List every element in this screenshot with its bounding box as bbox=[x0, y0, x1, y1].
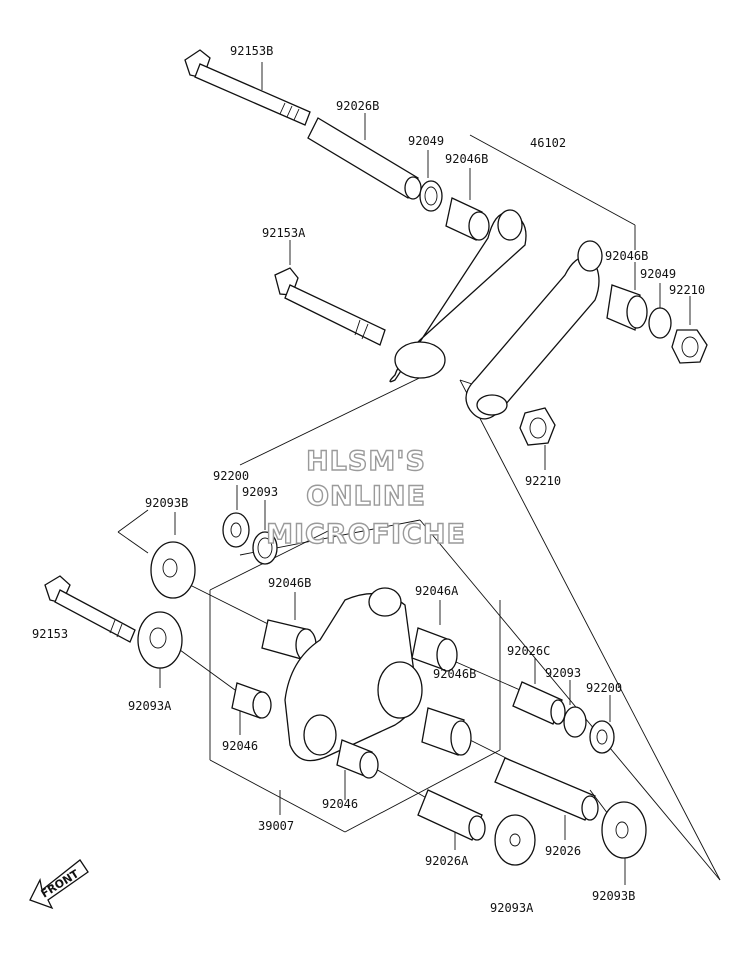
collar-92026c bbox=[512, 681, 566, 725]
label-92093a-bottom: 92093A bbox=[490, 901, 534, 915]
label-92046-bottom: 92046 bbox=[322, 797, 358, 811]
collar-92026a bbox=[417, 789, 486, 841]
label-92093-left: 92093 bbox=[242, 485, 278, 499]
cap-92093b-bottom bbox=[601, 801, 647, 859]
cap-92093a-bottom bbox=[494, 814, 536, 866]
nut-92210-right bbox=[671, 329, 708, 364]
label-46102: 46102 bbox=[530, 136, 566, 150]
front-label: FRONT bbox=[39, 867, 82, 901]
rod-46102 bbox=[389, 209, 603, 420]
cap-92093b-left bbox=[150, 541, 196, 599]
label-92049-top: 92049 bbox=[408, 134, 444, 148]
watermark: HLSM'S ONLINE MICROFICHE bbox=[265, 445, 466, 550]
parts bbox=[44, 49, 708, 866]
label-92026: 92026 bbox=[545, 844, 581, 858]
bolt-92153b bbox=[184, 49, 311, 126]
rocker-39007 bbox=[284, 587, 423, 762]
leader-lines bbox=[117, 62, 721, 885]
label-92046a: 92046A bbox=[415, 584, 459, 598]
collar-92026 bbox=[494, 757, 599, 821]
label-92200-left: 92200 bbox=[213, 469, 249, 483]
seal-92093-left bbox=[252, 531, 278, 565]
label-92210-bottom: 92210 bbox=[525, 474, 561, 488]
label-92026c: 92026C bbox=[507, 644, 550, 658]
label-92046b-mid: 92046B bbox=[268, 576, 311, 590]
watermark-line-2: ONLINE bbox=[306, 481, 426, 512]
label-92210-right: 92210 bbox=[669, 283, 705, 297]
label-92093a-left: 92093A bbox=[128, 699, 172, 713]
label-92093b-left: 92093B bbox=[145, 496, 188, 510]
label-92026a: 92026A bbox=[425, 854, 469, 868]
washer-92200-right bbox=[589, 720, 615, 754]
label-92046b-top: 92046B bbox=[445, 152, 488, 166]
front-arrow-icon bbox=[29, 859, 89, 910]
bearing-92046-bottom bbox=[336, 739, 379, 779]
collar-92026b bbox=[307, 117, 422, 200]
label-92153b: 92153B bbox=[230, 44, 273, 58]
label-92046b-right: 92046B bbox=[605, 249, 648, 263]
watermark-line-1: HLSM'S bbox=[306, 446, 426, 477]
label-92049-right: 92049 bbox=[640, 267, 676, 281]
bearing-92046-left bbox=[231, 682, 272, 719]
nut-92210-bottom bbox=[519, 407, 556, 446]
label-39007: 39007 bbox=[258, 819, 294, 833]
label-92046b-lower: 92046B bbox=[433, 667, 476, 681]
label-92046-left: 92046 bbox=[222, 739, 258, 753]
label-92153: 92153 bbox=[32, 627, 68, 641]
seal-92093-right bbox=[563, 706, 587, 738]
front-arrow-indicator: FRONT bbox=[29, 859, 89, 910]
washer-92200-left bbox=[222, 512, 250, 548]
watermark-line-3: MICROFICHE bbox=[266, 519, 466, 550]
bolt-92153 bbox=[44, 575, 136, 643]
seal-92049-right bbox=[648, 307, 672, 339]
bearing-92046b-right bbox=[606, 284, 648, 331]
label-92153a: 92153A bbox=[262, 226, 306, 240]
cap-92093a-left bbox=[137, 611, 183, 669]
bolt-92153a bbox=[274, 267, 386, 346]
bearing-92046a bbox=[411, 627, 458, 672]
label-92200-right: 92200 bbox=[586, 681, 622, 695]
label-92093b-bottom: 92093B bbox=[592, 889, 635, 903]
label-92093-right: 92093 bbox=[545, 666, 581, 680]
part-labels: 92153B 92026B 92049 92046B 46102 92153A … bbox=[32, 44, 705, 915]
bearing-92046b-lower bbox=[421, 707, 472, 756]
label-92026b: 92026B bbox=[336, 99, 379, 113]
bearing-92046b-top bbox=[445, 197, 490, 241]
seal-92049-top bbox=[419, 180, 443, 212]
